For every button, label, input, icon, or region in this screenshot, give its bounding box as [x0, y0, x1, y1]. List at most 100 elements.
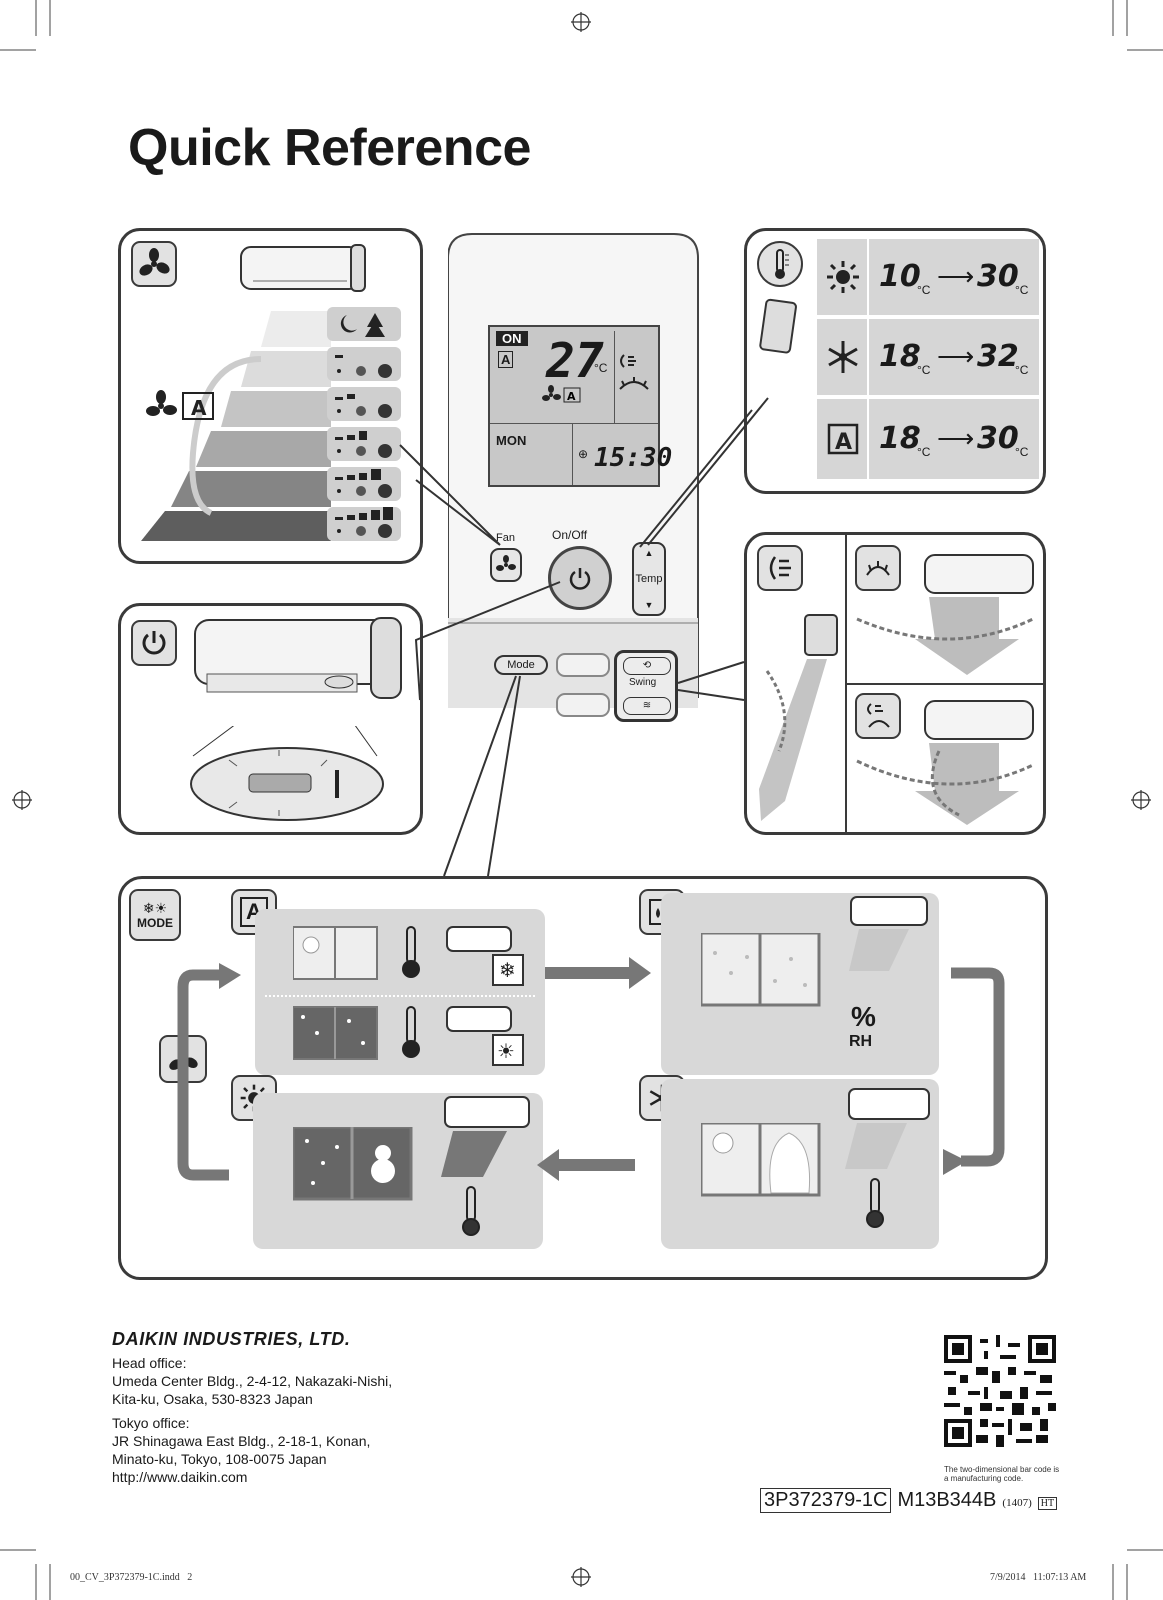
heat-range-high-unit: °C — [1015, 283, 1029, 297]
fan-icon — [496, 555, 516, 571]
head-office-line2: Kita-ku, Osaka, 530-8323 Japan — [112, 1391, 313, 1407]
heat-range-low: 10 — [879, 259, 921, 294]
mode-button[interactable]: Mode — [494, 655, 548, 675]
mode-badge-label: MODE — [137, 916, 173, 930]
heat-scene — [253, 1093, 543, 1249]
remote-lcd-display: ON A 27 °C A MON ⊕ 15:30 — [488, 325, 672, 487]
qr-code-icon — [944, 1335, 1056, 1447]
temperature-range-panel: 10 °C ⟶ 30 °C 18 °C ⟶ 32 °C A 18 °C ⟶ 30… — [744, 228, 1046, 494]
snowflake-icon — [828, 341, 858, 373]
auto-range-high-unit: °C — [1015, 445, 1029, 459]
lcd-temperature: 27 — [546, 333, 604, 389]
model-code: M13B344B — [897, 1489, 997, 1511]
3d-swing-icon — [867, 703, 890, 728]
svg-text:A: A — [835, 430, 852, 455]
dry-percent-label: % — [851, 1001, 876, 1032]
thermometer-icon — [775, 249, 789, 279]
auto-range-low-unit: °C — [917, 445, 931, 459]
horizontal-swing-badge — [855, 545, 901, 591]
fan-mode-badge — [131, 241, 177, 287]
swing-vertical-button[interactable]: ⟲ — [623, 657, 671, 675]
cool-range-high-unit: °C — [1015, 363, 1029, 377]
auto-fan-icon: A — [146, 390, 214, 420]
temp-button-label: Temp — [635, 573, 663, 585]
svg-text:A: A — [191, 396, 207, 420]
page-title: Quick Reference — [128, 119, 531, 177]
heat-range-low-unit: °C — [917, 283, 931, 297]
website-link[interactable]: http://www.daikin.com — [112, 1469, 248, 1485]
fan-speed-panel: A — [118, 228, 423, 564]
dry-rh-label: RH — [849, 1033, 873, 1050]
lcd-clock-icon: ⊕ — [578, 447, 589, 461]
quiet-fan-icon — [340, 313, 385, 337]
swing-horizontal-button[interactable]: ≋ — [623, 697, 671, 715]
onoff-button[interactable] — [548, 546, 612, 610]
power-badge — [131, 620, 177, 666]
indoor-unit-illustration — [441, 1096, 530, 1236]
vertical-swing-icon — [769, 556, 791, 580]
auto-mode-icon: A — [827, 423, 859, 455]
indoor-unit-illustration — [240, 244, 366, 292]
fan-icon — [139, 248, 170, 276]
company-name: DAIKIN INDUSTRIES, LTD. — [112, 1329, 351, 1349]
auto-range-low: 18 — [879, 421, 921, 456]
cool-scene — [661, 1079, 939, 1249]
heat-range-high: 30 — [977, 259, 1019, 294]
auto-fan-label: A — [145, 389, 225, 428]
mode-cycle-arrows — [177, 957, 1005, 1181]
thermometer-badge — [757, 241, 803, 287]
lcd-fan-auto-icon: A — [542, 385, 581, 403]
power-icon — [569, 568, 591, 590]
lcd-temp-unit: °C — [594, 361, 608, 375]
power-icon — [142, 631, 166, 655]
blank-button-1[interactable] — [556, 653, 610, 677]
swing-button-group[interactable]: ⟲ Swing ≋ — [614, 650, 678, 722]
print-timestamp: 7/9/2014 11:07:13 AM — [990, 1572, 1087, 1583]
registration-mark-icon — [12, 12, 1151, 1587]
temp-button[interactable]: ▲ Temp ▼ — [632, 542, 666, 616]
lcd-on-badge: ON — [496, 331, 528, 346]
blank-button-2[interactable] — [556, 693, 610, 717]
tokyo-office-line2: Minato-ku, Tokyo, 108-0075 Japan — [112, 1451, 327, 1467]
cool-range-low-unit: °C — [917, 363, 931, 377]
indoor-unit-illustration — [849, 896, 928, 971]
temp-up-icon[interactable]: ▲ — [644, 548, 654, 558]
temp-down-icon[interactable]: ▼ — [644, 600, 654, 610]
print-file-name: 00_CV_3P372379-1C.indd 2 — [70, 1572, 193, 1583]
thermometer-icon — [402, 926, 420, 978]
auto-scene: ❄ ☀ — [255, 909, 545, 1075]
tokyo-office-line1: JR Shinagawa East Bldg., 2-18-1, Konan, — [112, 1433, 371, 1449]
sun-icon — [827, 261, 859, 293]
product-code-line: 3P372379-1C M13B344B (1407) HT — [760, 1488, 1058, 1513]
snow-sun-icon: ❄☀ — [142, 900, 168, 916]
svg-text:A: A — [567, 390, 576, 403]
power-panel — [118, 603, 423, 835]
mode-badge: ❄☀ MODE — [129, 889, 181, 941]
indicator-lamp-zoom — [190, 726, 384, 821]
fan-speed-icons — [327, 307, 401, 541]
lcd-time: 15:30 — [594, 443, 673, 473]
barcode-note-line2: a manufacturing code. — [944, 1474, 1024, 1483]
wall-thermometer-illustration — [759, 298, 797, 354]
head-office-label: Head office: — [112, 1355, 187, 1371]
part-code: 3P372379-1C — [760, 1488, 892, 1513]
vertical-swing-badge — [757, 545, 803, 591]
auto-heat-illustration: ☀ — [293, 1006, 524, 1066]
vertical-swing-illustration — [759, 614, 838, 821]
horizontal-swing-icon — [866, 561, 890, 576]
mode-cycle-panel: ❄☀ MODE A ❄ ☀ % RH — [118, 876, 1048, 1280]
region-code: HT — [1037, 1497, 1058, 1510]
head-office-line1: Umeda Center Bldg., 2-4-12, Nakazaki-Nis… — [112, 1373, 393, 1389]
fan-speed-ramp — [141, 311, 331, 541]
indoor-unit-illustration — [845, 1088, 930, 1228]
lcd-day: MON — [496, 433, 527, 448]
fan-button[interactable] — [490, 548, 522, 582]
auto-cool-illustration: ❄ — [293, 926, 524, 986]
both-swing-illustration — [856, 700, 1034, 825]
horizontal-swing-illustration — [856, 554, 1034, 675]
svg-text:☀: ☀ — [497, 1041, 515, 1063]
svg-text:❄: ❄ — [499, 960, 516, 982]
range-row-heat: 10 °C ⟶ 30 °C — [817, 239, 1039, 315]
